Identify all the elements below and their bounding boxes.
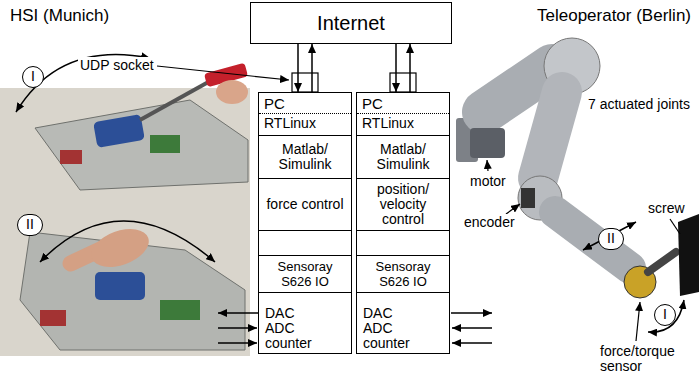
- screw-plate: [678, 214, 699, 296]
- motion-arc: [40, 221, 215, 262]
- photo-ground: [0, 88, 250, 356]
- network-label: Internet: [317, 12, 385, 34]
- circuit-board: [150, 135, 180, 153]
- part-label: screw: [646, 200, 687, 216]
- io-card-label: Sensoray S626 IO: [357, 256, 449, 293]
- callout-number: II: [598, 228, 624, 250]
- part-label: motor: [468, 173, 508, 189]
- signal-names: DAC ADC counter: [363, 306, 415, 351]
- io-card-label: Sensoray S626 IO: [259, 256, 351, 293]
- data-flow-arrow: [297, 44, 299, 92]
- encoder-body: [521, 188, 535, 208]
- pc-box: PCRTLinuxMatlab/ Simulink position/ veloc…: [356, 92, 450, 354]
- leader-line: [670, 219, 680, 234]
- signal-names: DAC ADC counter: [265, 306, 317, 351]
- callout-number: I: [654, 304, 676, 326]
- circuit-part: [40, 310, 66, 326]
- motor-body: [470, 128, 505, 158]
- part-label: encoder: [462, 214, 517, 230]
- leader-arrow: [157, 66, 289, 80]
- controller-box: position/ velocity control: [357, 179, 449, 231]
- signal-arrow: [452, 327, 492, 329]
- signal-arrow: [451, 312, 492, 314]
- software-label: Matlab/ Simulink: [357, 142, 449, 172]
- forearm: [538, 92, 562, 178]
- hand: [216, 80, 248, 104]
- controller-label: position/ velocity control: [357, 182, 449, 227]
- motor-body: [93, 114, 145, 148]
- machine-label: PC: [259, 93, 351, 114]
- callout-number: II: [17, 214, 43, 236]
- network-box: Internet: [250, 2, 452, 44]
- robot-photo: [456, 38, 699, 341]
- udp-socket: [390, 73, 416, 92]
- signal-arrow: [452, 342, 492, 344]
- leader-arrow: [487, 160, 488, 171]
- software-label: Matlab/ Simulink: [259, 142, 351, 172]
- hand: [86, 222, 154, 274]
- screwdriver: [648, 252, 676, 272]
- leader-arrow: [506, 204, 520, 214]
- wrist-link: [555, 212, 630, 268]
- circuit-part: [60, 150, 82, 164]
- motion-arc: [648, 300, 684, 332]
- io-card-box: Sensoray S626 IO DAC ADC counter: [357, 255, 449, 352]
- site-heading: Teleoperator (Berlin): [535, 6, 693, 26]
- part-label: force/torque sensor: [598, 344, 690, 374]
- data-flow-arrow: [409, 44, 411, 92]
- circuit-board: [160, 300, 200, 320]
- motor-body: [95, 272, 145, 300]
- signal-arrow: [218, 312, 258, 314]
- software-box: Matlab/ Simulink: [357, 135, 449, 179]
- controller-label: force control: [261, 197, 348, 212]
- motion-arrow: [583, 222, 636, 250]
- note-label: 7 actuated joints: [586, 96, 692, 112]
- os-label: RTLinux: [264, 115, 316, 131]
- io-card-box: Sensoray S626 IO DAC ADC counter: [259, 255, 351, 352]
- data-flow-arrow: [311, 44, 313, 92]
- device-plate: [35, 100, 248, 190]
- data-flow-arrow: [395, 44, 397, 92]
- site-heading: HSI (Munich): [8, 6, 111, 26]
- machine-label: PC: [357, 93, 449, 114]
- sockets: [157, 66, 416, 92]
- software-box: Matlab/ Simulink: [259, 135, 351, 179]
- udp-socket: [292, 73, 318, 92]
- leader-arrow: [636, 302, 640, 341]
- os-label: RTLinux: [362, 115, 414, 131]
- hsi-photo: [0, 54, 250, 356]
- pc-box: PCRTLinuxMatlab/ Simulink force controlSe…: [258, 92, 352, 354]
- controller-box: force control: [259, 179, 351, 231]
- signal-arrow: [218, 342, 257, 344]
- callout-number: I: [22, 66, 44, 88]
- part-label: UDP socket: [78, 57, 156, 73]
- lever: [140, 80, 212, 120]
- signal-arrow: [218, 327, 257, 329]
